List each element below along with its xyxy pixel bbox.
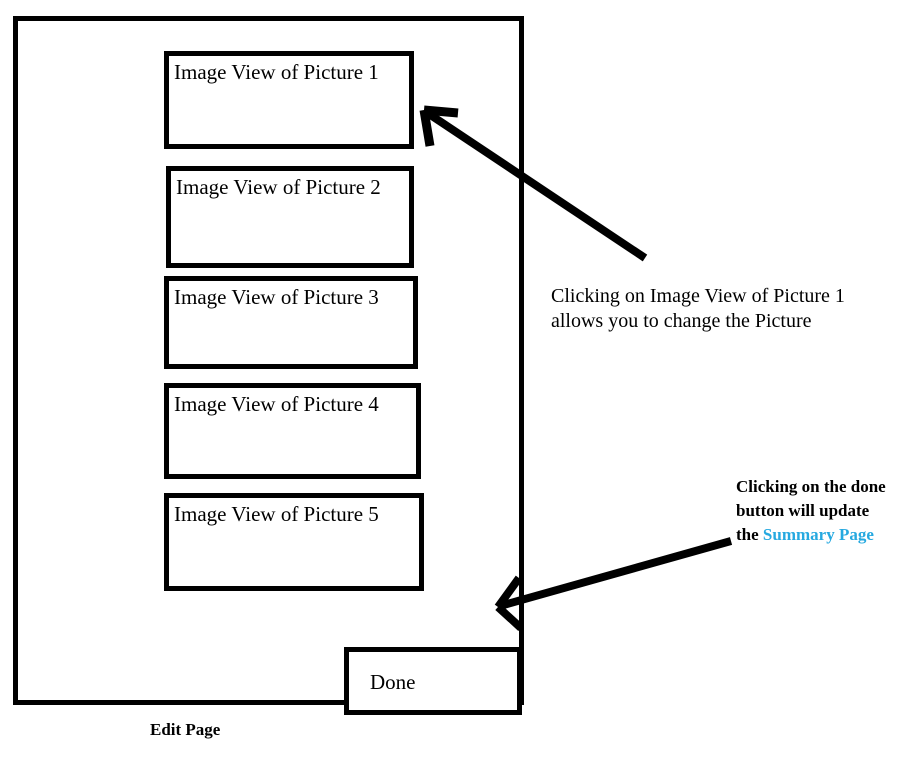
image-view-picture-4-label: Image View of Picture 4: [174, 392, 379, 416]
image-view-picture-2[interactable]: Image View of Picture 2: [166, 166, 414, 268]
annotation-done-note-line-2: button will update: [736, 501, 870, 520]
annotation-done-note-line-3: the Summary Page: [736, 523, 923, 547]
annotation-picture-note: Clicking on Image View of Picture 1 allo…: [551, 284, 921, 334]
image-view-picture-2-label: Image View of Picture 2: [176, 175, 381, 199]
arrow-to-done-button: [494, 537, 733, 631]
annotation-picture-note-line-2: allows you to change the Picture: [551, 310, 812, 332]
done-button-label: Done: [370, 670, 416, 694]
edit-page-caption: Edit Page: [150, 720, 221, 739]
image-view-picture-5[interactable]: Image View of Picture 5: [164, 493, 424, 591]
annotation-done-note-line-3-prefix: the: [736, 525, 763, 544]
annotation-picture-note-line-1: Clicking on Image View of Picture 1: [551, 285, 845, 307]
image-view-picture-3[interactable]: Image View of Picture 3: [164, 276, 418, 369]
image-view-picture-3-label: Image View of Picture 3: [174, 285, 379, 309]
image-view-picture-1[interactable]: Image View of Picture 1: [164, 51, 414, 149]
annotation-done-note-line-1: Clicking on the done: [736, 477, 886, 496]
image-view-picture-4[interactable]: Image View of Picture 4: [164, 383, 421, 479]
summary-page-link[interactable]: Summary Page: [762, 525, 874, 544]
image-view-picture-5-label: Image View of Picture 5: [174, 502, 379, 526]
annotation-done-note: Clicking on the done button will update …: [736, 475, 923, 547]
done-button[interactable]: Done: [344, 647, 522, 715]
edit-page-frame: Image View of Picture 1 Image View of Pi…: [13, 16, 524, 715]
image-view-picture-1-label: Image View of Picture 1: [174, 60, 379, 84]
